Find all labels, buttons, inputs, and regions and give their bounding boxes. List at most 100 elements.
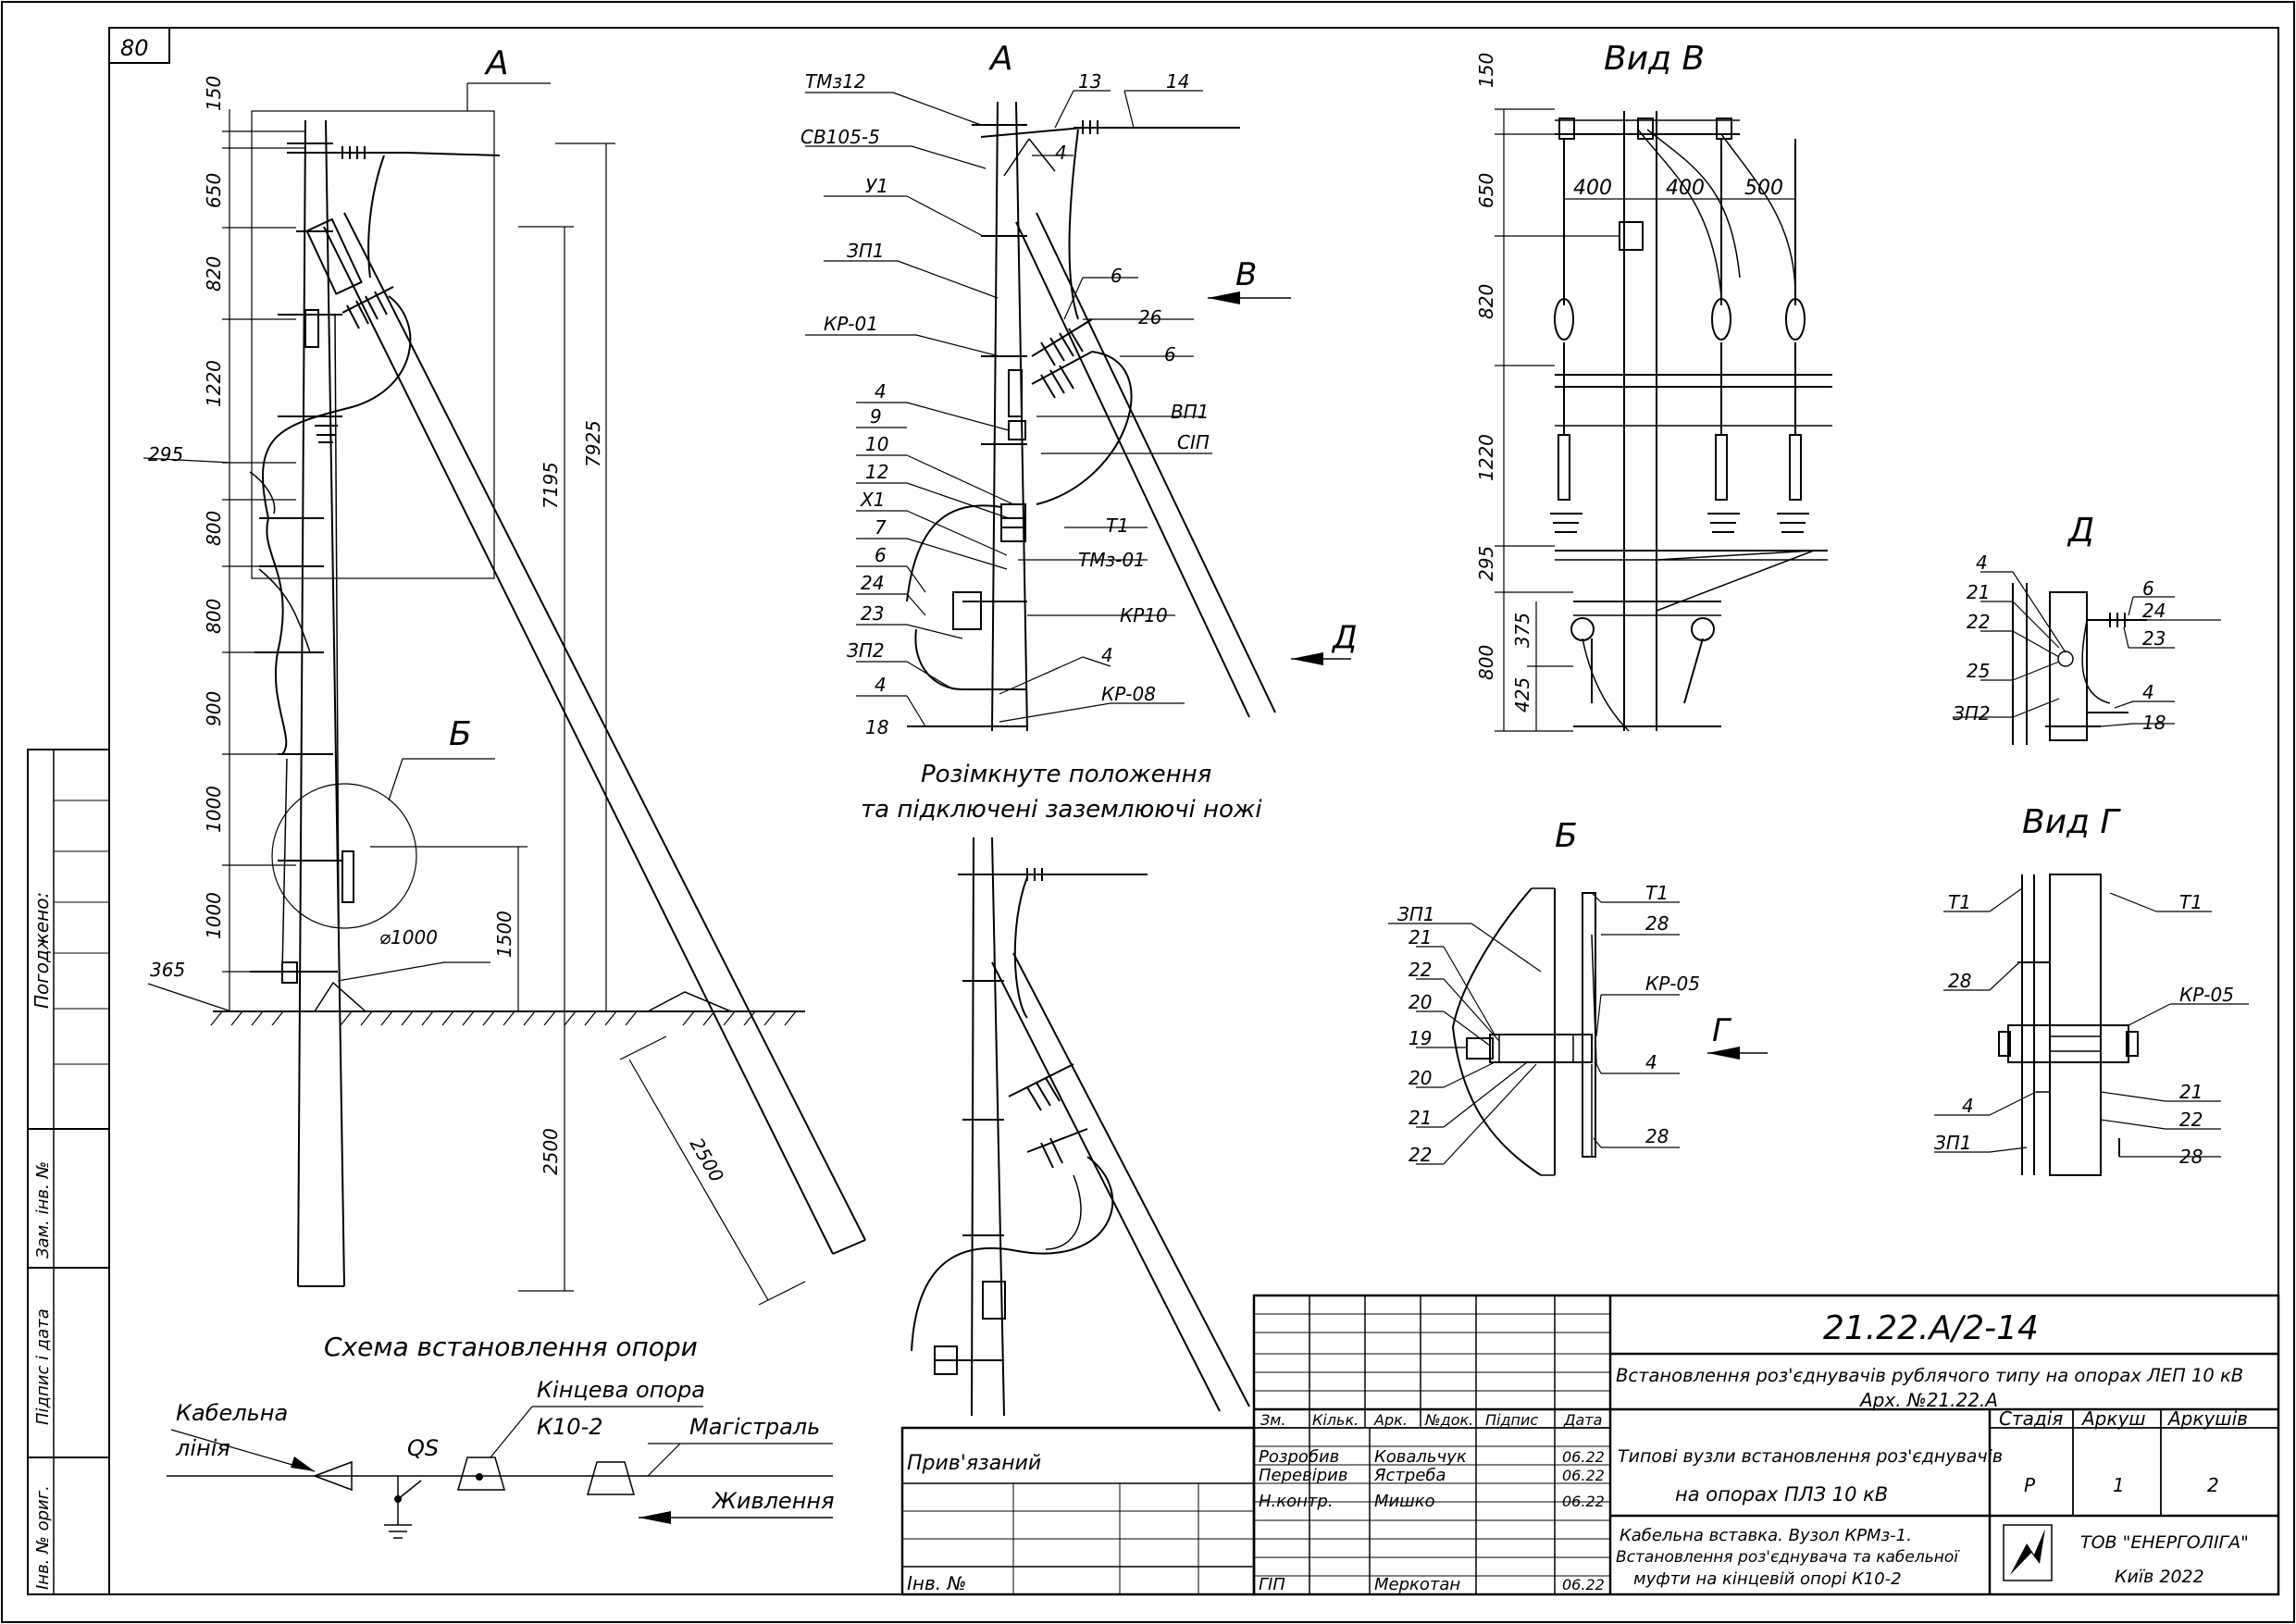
view-v-dim-425: 425 bbox=[1511, 677, 1533, 713]
callout-u1: У1 bbox=[865, 175, 888, 197]
callout-sip: СІП bbox=[1177, 431, 1210, 453]
main-dim-365: 365 bbox=[150, 959, 185, 981]
callout-left-12: 12 bbox=[865, 461, 888, 483]
view-d-callout-4b: 4 bbox=[2142, 681, 2154, 703]
main-dim-800a: 800 bbox=[203, 511, 225, 546]
sheet-value: 1 bbox=[2113, 1474, 2125, 1496]
view-d-callout-25: 25 bbox=[1967, 660, 1990, 682]
view-a-lower bbox=[911, 837, 1250, 1417]
arrow-b-label: В bbox=[1235, 256, 1257, 293]
view-d-callout-zp2: ЗП2 bbox=[1953, 702, 1991, 725]
callout-left-18: 18 bbox=[865, 716, 888, 738]
view-b-callout-19: 19 bbox=[1409, 1027, 1432, 1049]
sheet-desc-1: Кабельна вставка. Вузол КРМз-1. bbox=[1620, 1526, 1912, 1545]
arrow-d-label: Д bbox=[1331, 619, 1358, 656]
row-role-checked: Перевірив bbox=[1259, 1466, 1347, 1485]
project-title: Встановлення роз'єднувачів рублячого тип… bbox=[1616, 1365, 2243, 1386]
view-v-title: Вид В bbox=[1604, 40, 1705, 78]
view-v-dim-375: 375 bbox=[1511, 613, 1533, 648]
linked-label: Прив'язаний bbox=[907, 1452, 1041, 1475]
sheets-label: Аркушів bbox=[2166, 1407, 2248, 1430]
view-v bbox=[1291, 108, 1832, 732]
callout-kr-01: КР-01 bbox=[824, 313, 878, 335]
callout-kr-08: КР-08 bbox=[1101, 683, 1156, 705]
strip-orig-inv: Інв. № ориг. bbox=[33, 1485, 53, 1590]
row-role-normcontrol: Н.контр. bbox=[1259, 1492, 1334, 1511]
doc-code: 21.22.А/2-14 bbox=[1823, 1309, 2039, 1347]
view-d-callout-21: 21 bbox=[1967, 581, 1990, 603]
scheme-supply: Живлення bbox=[711, 1488, 835, 1514]
view-v-dim-400a: 400 bbox=[1573, 177, 1612, 200]
sheet-desc-3: муфти на кінцевій опорі К10-2 bbox=[1633, 1569, 1902, 1589]
callout-right-6a: 6 bbox=[1111, 265, 1123, 287]
row-date-checked: 06.22 bbox=[1562, 1467, 1605, 1484]
callout-left-24: 24 bbox=[861, 572, 884, 594]
view-b-callout-20a: 20 bbox=[1409, 991, 1432, 1013]
hdr-zm: Зм. bbox=[1260, 1411, 1285, 1429]
row-role-gip: ГІП bbox=[1259, 1575, 1285, 1594]
signature-rows: Розробив Ковальчук 06.22 Перевірив Ястре… bbox=[1259, 1447, 1605, 1594]
stage-value: Р bbox=[2024, 1474, 2036, 1496]
view-b-callout-4: 4 bbox=[1645, 1051, 1657, 1073]
view-v-dim-295: 295 bbox=[1475, 546, 1497, 581]
main-dim-800b: 800 bbox=[203, 599, 225, 634]
revision-headers: Зм. Кільк. Арк. №док. Підпис Дата bbox=[1260, 1411, 1602, 1429]
main-dim-7925: 7925 bbox=[582, 420, 604, 467]
scheme-cable-line-2: лінія bbox=[175, 1435, 230, 1461]
callout-zp1: ЗП1 bbox=[847, 240, 885, 262]
inv-no-label: Інв. № bbox=[907, 1572, 966, 1594]
view-b-callout-28b: 28 bbox=[1645, 1125, 1669, 1147]
view-b-callout-22b: 22 bbox=[1409, 1144, 1432, 1166]
row-date-developed: 06.22 bbox=[1562, 1448, 1605, 1466]
callout-left-9: 9 bbox=[870, 405, 882, 428]
installation-scheme bbox=[167, 1406, 833, 1539]
callout-right-6b: 6 bbox=[1164, 343, 1176, 366]
callout-right-26: 26 bbox=[1138, 306, 1161, 329]
company-name: ТОВ "ЕНЕРГОЛІГА" bbox=[2080, 1532, 2249, 1553]
view-g-callout-4: 4 bbox=[1962, 1095, 1974, 1117]
callout-tmz-01: ТМз-01 bbox=[1078, 549, 1146, 571]
callout-tmz12: ТМз12 bbox=[805, 70, 866, 93]
scheme-qs: QS bbox=[407, 1435, 439, 1461]
main-dim-1000a: 1000 bbox=[203, 786, 225, 833]
main-pole-view bbox=[143, 82, 866, 1306]
view-g-callout-t1-left: Т1 bbox=[1948, 891, 1971, 913]
scheme-title: Схема встановлення опори bbox=[324, 1332, 698, 1362]
view-g-callout-zp1: ЗП1 bbox=[1934, 1132, 1972, 1154]
row-date-normcontrol: 06.22 bbox=[1562, 1493, 1605, 1510]
view-g-callout-28-left: 28 bbox=[1948, 970, 1971, 992]
view-b-callouts: ЗП1 21 22 20 19 20 21 22 Т1 28 КР-05 4 2… bbox=[1397, 882, 1732, 1166]
callout-13: 13 bbox=[1078, 70, 1101, 93]
view-v-dim-650: 650 bbox=[1475, 173, 1497, 208]
view-d-callouts: 4 21 22 25 ЗП2 6 24 23 4 18 bbox=[1953, 552, 2166, 734]
view-v-dim-150: 150 bbox=[1475, 53, 1497, 88]
view-g-callout-22: 22 bbox=[2179, 1109, 2203, 1131]
main-label-b: Б bbox=[449, 715, 472, 753]
strip-replace-inv: Зам. інв. № bbox=[33, 1161, 53, 1258]
view-v-dim-400b: 400 bbox=[1666, 177, 1705, 200]
city-year: Київ 2022 bbox=[2115, 1567, 2204, 1587]
strip-sign-date: Підпис і дата bbox=[33, 1308, 53, 1425]
view-a-caption-line2: та підключені заземлюючі ножі bbox=[861, 796, 1262, 824]
main-dim-1500: 1500 bbox=[493, 911, 515, 958]
callout-left-7: 7 bbox=[875, 516, 887, 539]
scheme-end-pole: Кінцева опора bbox=[537, 1377, 705, 1403]
view-v-dim-820: 820 bbox=[1475, 284, 1497, 319]
view-b-callout-zp1: ЗП1 bbox=[1397, 903, 1435, 925]
main-dim-2500-vertical: 2500 bbox=[540, 1128, 562, 1175]
callout-sv105-5: СВ105-5 bbox=[800, 126, 880, 148]
main-label-a: А bbox=[484, 44, 509, 82]
main-dims: 150 650 820 1220 295 800 800 900 1000 10… bbox=[148, 76, 728, 1186]
section-line2: на опорах ПЛЗ 10 кВ bbox=[1675, 1483, 1888, 1506]
view-d-callout-23: 23 bbox=[2142, 627, 2166, 650]
callout-left-23: 23 bbox=[861, 602, 884, 625]
view-b-callout-21a: 21 bbox=[1409, 926, 1432, 948]
stage-label: Стадія bbox=[1999, 1407, 2063, 1430]
view-v-dim-500: 500 bbox=[1744, 177, 1783, 200]
view-b-callout-21b: 21 bbox=[1409, 1107, 1432, 1129]
main-dim-d1000: ⌀1000 bbox=[379, 926, 438, 948]
callout-right-4a: 4 bbox=[1055, 142, 1067, 164]
hdr-data: Дата bbox=[1563, 1411, 1602, 1429]
scheme-cable-line-1: Кабельна bbox=[176, 1400, 288, 1426]
scheme-end-pole-code: К10-2 bbox=[537, 1414, 603, 1440]
